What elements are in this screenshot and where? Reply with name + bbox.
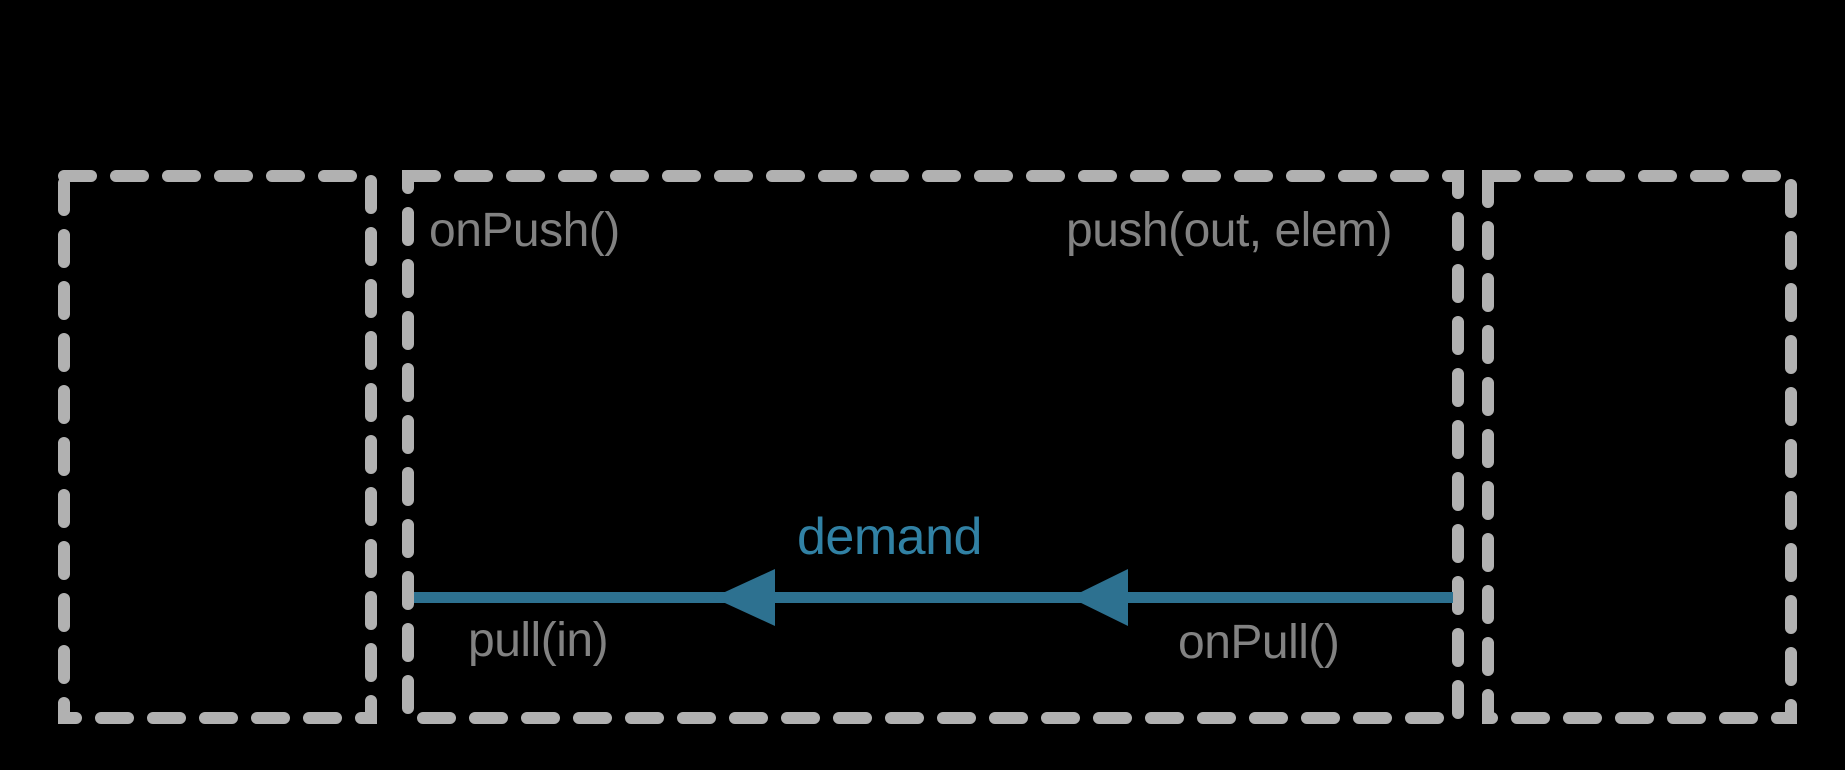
label-push-out-elem: push(out, elem) bbox=[1066, 204, 1393, 257]
upstream-operator-box bbox=[58, 170, 377, 724]
label-demand: demand bbox=[797, 508, 982, 566]
label-onpush: onPush() bbox=[429, 204, 620, 257]
demand-arrowhead-left-icon bbox=[713, 569, 775, 626]
demand-arrowhead-middle-icon bbox=[1070, 569, 1128, 626]
label-pull-in: pull(in) bbox=[468, 614, 609, 667]
label-onpull: onPull() bbox=[1178, 616, 1340, 669]
downstream-operator-box bbox=[1482, 170, 1797, 724]
stage-box bbox=[402, 170, 1464, 724]
